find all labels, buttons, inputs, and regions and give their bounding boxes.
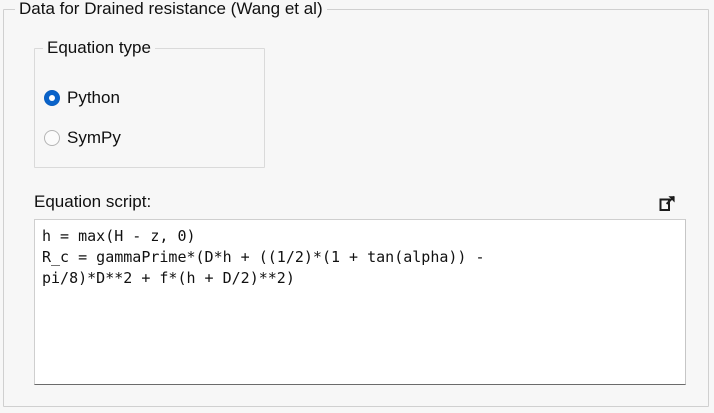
equation-script-label: Equation script: <box>34 192 152 211</box>
radio-unselected-icon[interactable] <box>44 130 60 146</box>
equation-script-text[interactable]: h = max(H - z, 0) R_c = gammaPrime*(D*h … <box>42 227 485 287</box>
radio-option-sympy-label: SymPy <box>67 128 121 147</box>
radio-option-python-label: Python <box>67 88 120 107</box>
group-title: Data for Drained resistance (Wang et al) <box>15 0 327 19</box>
equation-type-group-title: Equation type <box>43 38 155 58</box>
external-link-icon <box>658 194 677 213</box>
radio-selected-icon[interactable] <box>44 90 60 106</box>
drained-resistance-group: Data for Drained resistance (Wang et al)… <box>3 0 709 407</box>
open-in-new-window-button[interactable] <box>655 191 679 215</box>
equation-type-group: Equation type Python SymPy <box>34 38 265 168</box>
radio-option-sympy[interactable]: SymPy <box>44 127 121 149</box>
equation-script-textbox[interactable]: h = max(H - z, 0) R_c = gammaPrime*(D*h … <box>34 219 686 385</box>
radio-option-python[interactable]: Python <box>44 87 120 109</box>
